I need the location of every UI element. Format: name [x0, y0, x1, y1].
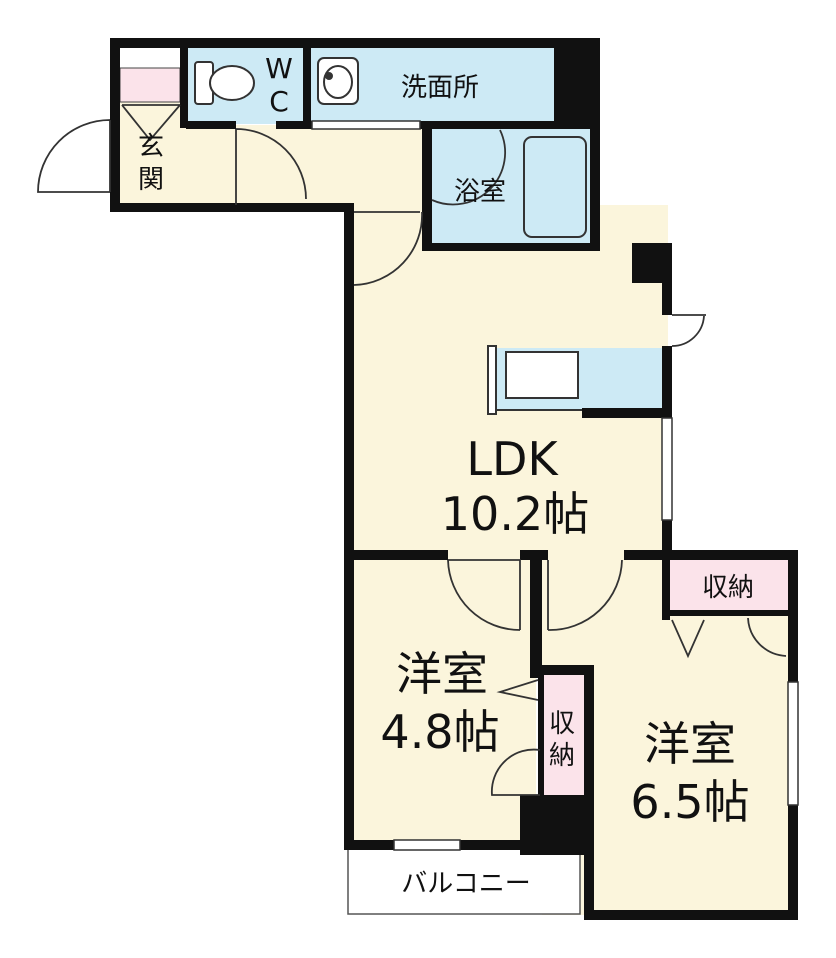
bathtub-icon: [523, 136, 587, 238]
western-b-name-label: 洋室: [644, 717, 736, 771]
entrance-label-2: 関: [138, 165, 164, 195]
storage-b-door-right: [747, 617, 787, 657]
shoe-box: [119, 67, 181, 103]
entrance-floor: [118, 100, 182, 210]
entrance-label-1: 玄: [138, 132, 164, 162]
ldk-door-swing: [353, 211, 423, 286]
doors: [37, 104, 787, 796]
balcony-label: バルコニー: [401, 869, 530, 899]
room-a-balcony-window: [393, 839, 461, 851]
bath-label: 浴室: [454, 177, 506, 207]
windows: [311, 120, 799, 851]
wash-basin-icon: [317, 57, 359, 105]
wc-door-swing: [235, 128, 307, 205]
ldk-window: [661, 417, 673, 521]
storage-b-label: 収納: [702, 573, 754, 603]
ldk-name-label: LDK: [466, 432, 559, 486]
storage-b-door-left: [671, 619, 705, 659]
ldk-size-label: 10.2帖: [441, 487, 589, 541]
bath-door-swing: [431, 129, 507, 206]
ldk-side-door-swing: [671, 314, 706, 347]
storage-b-floor: [668, 560, 788, 610]
room-b-window: [787, 681, 799, 806]
storage-a-label-2: 納: [549, 741, 575, 771]
front-door-swing: [37, 119, 111, 193]
fixtures: [194, 57, 664, 415]
room-a-door-swing: [447, 559, 521, 631]
wc-label-c: C: [269, 85, 289, 118]
storage-a-door-swing: [491, 748, 541, 796]
balcony-floor: [347, 847, 581, 915]
toilet-icon: [194, 61, 255, 105]
washroom-hall-opening: [311, 120, 421, 130]
storage-a-bifold: [496, 679, 539, 701]
storage-a-label-1: 収: [549, 709, 575, 739]
western-b-size-label: 6.5帖: [630, 775, 749, 829]
wc-label-w: W: [265, 52, 293, 85]
entrance-step: [121, 104, 181, 142]
washroom-label: 洗面所: [401, 73, 479, 103]
hallway-floor: [182, 125, 432, 205]
kitchen-post: [487, 345, 497, 415]
western-a-floor: [350, 555, 536, 847]
room-b-door-swing: [547, 559, 623, 631]
western-a-name-label: 洋室: [396, 647, 488, 701]
storage-a-floor: [540, 675, 584, 795]
labels: W C 洗面所 玄 関 浴室 LDK 10.2帖 洋室 4.8帖 収 納 洋室 …: [138, 52, 754, 899]
kitchen-sink-icon: [505, 351, 579, 399]
western-a-size-label: 4.8帖: [380, 705, 499, 759]
walls: [110, 38, 798, 920]
